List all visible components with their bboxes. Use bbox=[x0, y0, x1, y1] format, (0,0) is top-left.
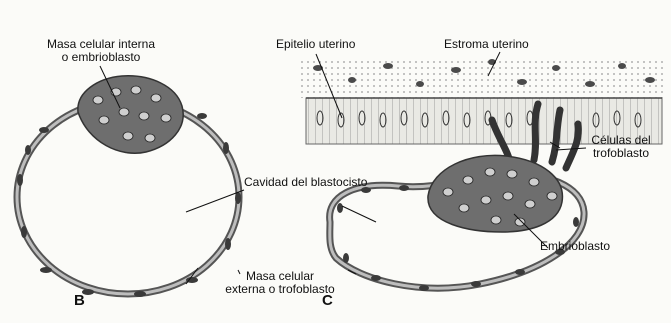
label-trophoblast-cells: Células del trofoblasto bbox=[578, 134, 664, 160]
label-embryoblast: Embrioblasto bbox=[540, 240, 610, 253]
label-inner-cell-mass: Masa celular interna o embrioblasto bbox=[26, 38, 176, 64]
panel-letter-c: C bbox=[322, 292, 333, 309]
label-uterine-stroma: Estroma uterino bbox=[444, 38, 529, 51]
label-trophoblast-cells-line2: trofoblasto bbox=[578, 147, 664, 160]
uterine-tissue bbox=[300, 58, 664, 144]
label-blastocyst-cavity: Cavidad del blastocisto bbox=[244, 176, 367, 189]
label-inner-cell-mass-line2: o embrioblasto bbox=[26, 51, 176, 64]
blastocyst-b bbox=[17, 76, 241, 297]
panel-letter-b: B bbox=[74, 292, 85, 309]
label-uterine-epithelium: Epitelio uterino bbox=[276, 38, 355, 51]
